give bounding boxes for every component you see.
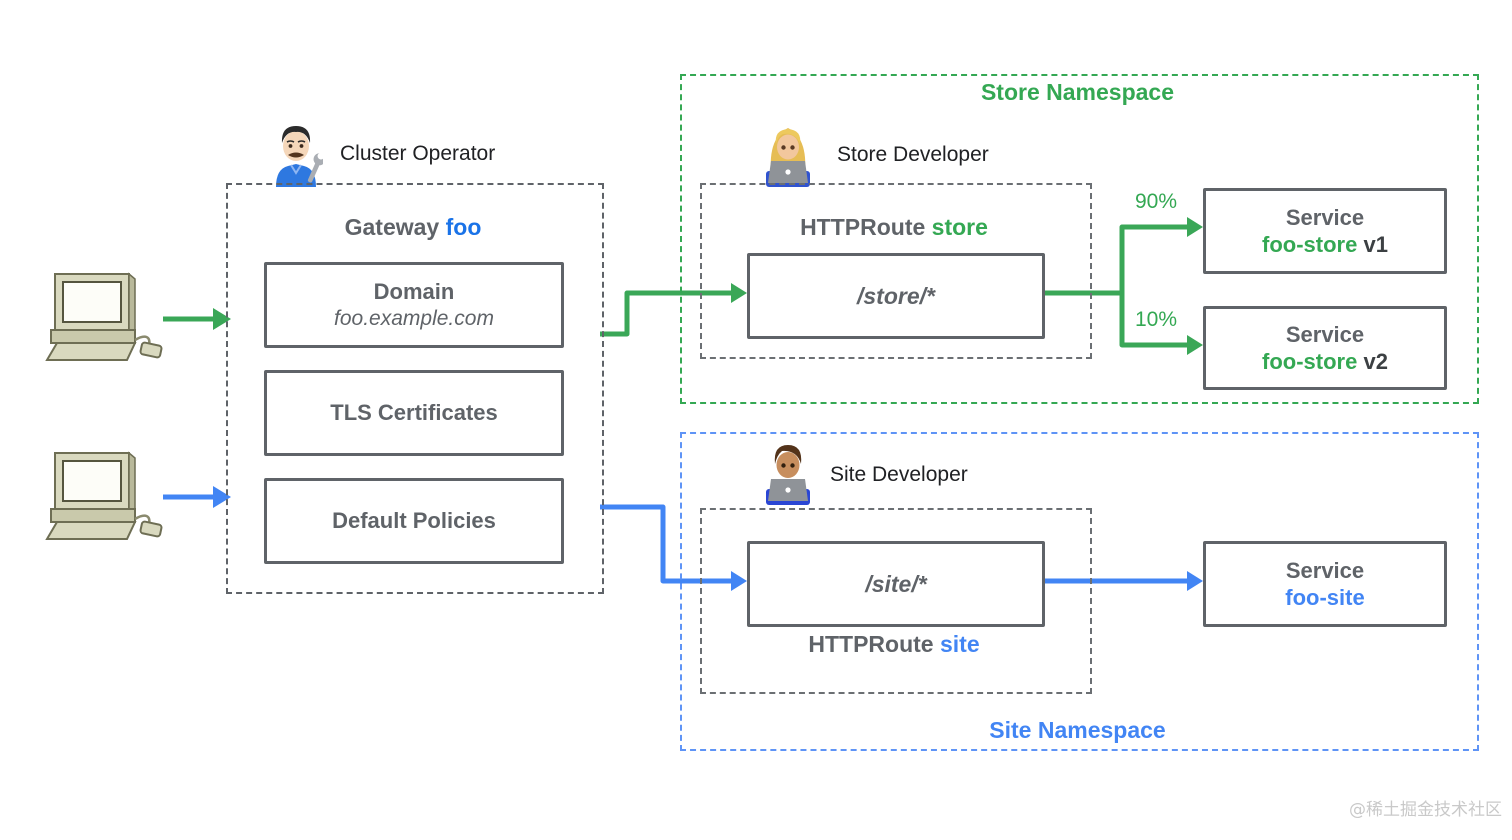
woman-technologist-icon [766, 128, 810, 187]
service-title: Service [1285, 204, 1365, 230]
client-computer-icon [45, 272, 163, 361]
watermark-text: @稀土掘金技术社区 [1349, 800, 1502, 820]
site-path-label: /site/* [865, 570, 927, 597]
service-name: foo-store [1262, 232, 1358, 257]
cluster-operator-label: Cluster Operator [340, 142, 496, 165]
service-title: Service [1285, 557, 1365, 583]
domain-box: Domain foo.example.com [264, 262, 564, 348]
domain-box-title: Domain [373, 279, 455, 305]
tls-certificates-label: TLS Certificates [330, 400, 498, 426]
site-namespace-title: Site Namespace [989, 717, 1166, 743]
httproute-site-container [700, 508, 1092, 694]
store-namespace-title: Store Namespace [980, 79, 1175, 105]
site-developer-label: Site Developer [830, 463, 968, 486]
gateway-container [226, 183, 604, 594]
httproute-store-prefix: HTTPRoute [800, 214, 932, 240]
service-version: v1 [1357, 232, 1388, 257]
service-foo-site-box: Service foo-site [1203, 541, 1447, 627]
service-name-line: foo-store v2 [1262, 348, 1388, 376]
traffic-weight-90: 90% [1134, 190, 1178, 213]
httproute-site-prefix: HTTPRoute [808, 631, 940, 657]
gateway-title-prefix: Gateway [344, 214, 446, 240]
tls-certificates-box: TLS Certificates [264, 370, 564, 456]
store-path-label: /store/* [857, 282, 935, 309]
service-name-line: foo-store v1 [1262, 231, 1388, 259]
store-namespace-container [680, 74, 1479, 404]
site-namespace-container [680, 432, 1479, 751]
service-name: foo-store [1262, 349, 1358, 374]
store-path-box: /store/* [747, 253, 1045, 339]
store-developer-label: Store Developer [837, 143, 989, 166]
service-name-line: foo-site [1285, 584, 1364, 612]
man-mechanic-icon [276, 126, 323, 187]
default-policies-label: Default Policies [332, 508, 496, 534]
domain-box-value: foo.example.com [334, 306, 494, 330]
client-computer-icon [45, 451, 163, 540]
service-foo-store-v2-box: Service foo-store v2 [1203, 306, 1447, 390]
service-foo-store-v1-box: Service foo-store v1 [1203, 188, 1447, 274]
man-technologist-icon [766, 445, 810, 505]
httproute-store-container [700, 183, 1092, 359]
service-title: Service [1285, 321, 1365, 347]
service-version: v2 [1357, 349, 1388, 374]
httproute-site-name: site [939, 631, 980, 657]
httproute-site-title: HTTPRoute site [700, 631, 1088, 658]
httproute-store-name: store [931, 214, 988, 240]
httproute-store-title: HTTPRoute store [700, 214, 1088, 241]
gateway-title: Gateway foo [226, 214, 600, 241]
gateway-title-name: foo [445, 214, 482, 240]
traffic-weight-10: 10% [1134, 308, 1178, 331]
default-policies-box: Default Policies [264, 478, 564, 564]
site-path-box: /site/* [747, 541, 1045, 627]
service-name: foo-site [1285, 585, 1365, 610]
